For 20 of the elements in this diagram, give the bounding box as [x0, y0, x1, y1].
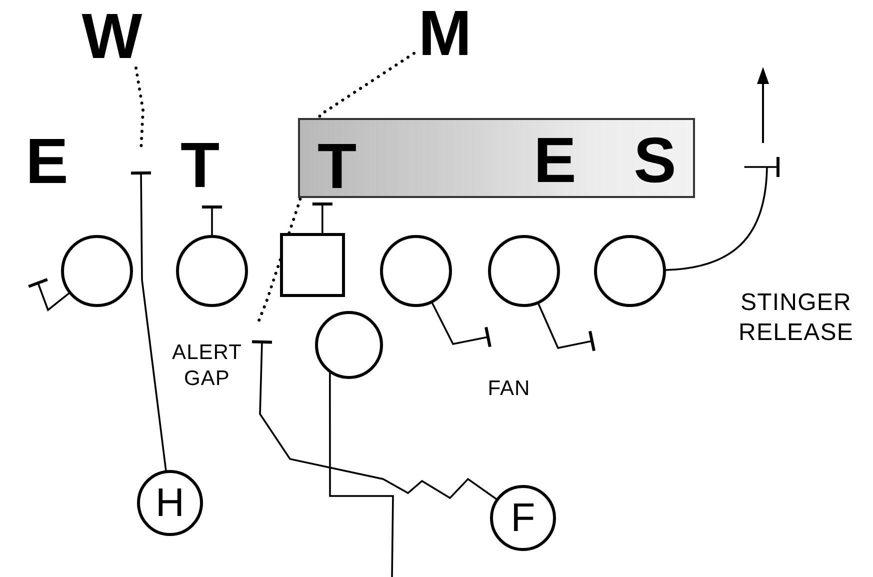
player-letter: W — [72, 4, 152, 68]
route-line — [329, 372, 394, 577]
play-label: STINGER RELEASE — [738, 288, 854, 348]
shaded-zone — [298, 118, 695, 198]
route-line — [27, 278, 70, 312]
route-line — [250, 340, 497, 500]
player-letter: T — [315, 131, 359, 200]
route-line — [130, 171, 167, 472]
player-letter: S — [632, 131, 678, 189]
player-letter: E — [24, 129, 70, 193]
player-letter: E — [532, 131, 578, 189]
route-line — [310, 202, 334, 234]
player-letter: M — [414, 1, 476, 65]
play-label: FAN — [486, 376, 532, 402]
route-line — [200, 206, 224, 236]
route-line — [431, 302, 492, 348]
play-label: ALERT GAP — [171, 340, 243, 392]
center-square — [280, 233, 345, 297]
player-letter: T — [180, 129, 220, 201]
route-line — [665, 156, 780, 271]
